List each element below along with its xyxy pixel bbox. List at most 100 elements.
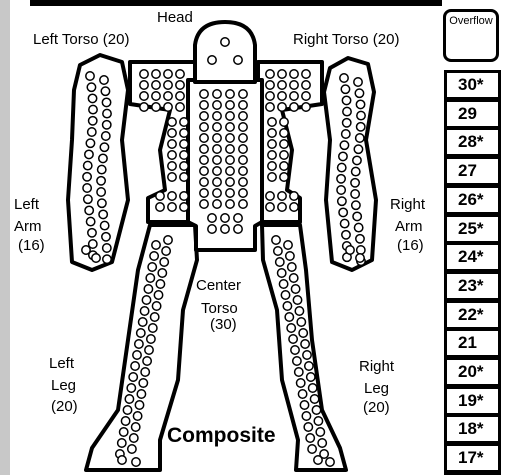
armor-pip[interactable] — [162, 247, 170, 255]
armor-pip[interactable] — [356, 235, 364, 243]
armor-pip[interactable] — [351, 179, 359, 187]
armor-pip[interactable] — [226, 90, 234, 98]
armor-pip[interactable] — [352, 167, 360, 175]
armor-pip[interactable] — [149, 324, 157, 332]
armor-pip[interactable] — [280, 140, 288, 148]
armor-pip[interactable] — [213, 134, 221, 142]
armor-pip[interactable] — [83, 173, 91, 181]
armor-pip[interactable] — [338, 163, 346, 171]
armor-pip[interactable] — [168, 140, 176, 148]
armor-pip[interactable] — [307, 373, 315, 381]
armor-pip[interactable] — [226, 178, 234, 186]
heat-scale-cell[interactable]: 28* — [447, 130, 498, 154]
armor-pip[interactable] — [86, 72, 94, 80]
armor-pip[interactable] — [357, 111, 365, 119]
armor-pip[interactable] — [102, 132, 110, 140]
armor-pip[interactable] — [221, 214, 229, 222]
armor-pip[interactable] — [200, 189, 208, 197]
armor-pip[interactable] — [98, 165, 106, 173]
armor-pip[interactable] — [339, 152, 347, 160]
armor-pip[interactable] — [168, 203, 176, 211]
armor-pip[interactable] — [226, 134, 234, 142]
armor-pip[interactable] — [290, 192, 298, 200]
armor-pip[interactable] — [121, 417, 129, 425]
armor-pip[interactable] — [226, 101, 234, 109]
armor-pip[interactable] — [176, 81, 184, 89]
armor-pip[interactable] — [102, 233, 110, 241]
armor-pip[interactable] — [268, 140, 276, 148]
armor-pip[interactable] — [356, 100, 364, 108]
armor-pip[interactable] — [120, 428, 128, 436]
armor-pip[interactable] — [152, 70, 160, 78]
armor-pip[interactable] — [152, 103, 160, 111]
armor-pip[interactable] — [338, 197, 346, 205]
heat-scale-cell[interactable]: 19* — [447, 389, 498, 413]
heat-scale-cell[interactable]: 20* — [447, 360, 498, 384]
armor-pip[interactable] — [278, 192, 286, 200]
armor-pip[interactable] — [234, 225, 242, 233]
heat-scale-cell[interactable]: 17* — [447, 446, 498, 470]
armor-pip[interactable] — [353, 212, 361, 220]
armor-pip[interactable] — [286, 252, 294, 260]
armor-pip[interactable] — [164, 70, 172, 78]
armor-pip[interactable] — [139, 318, 147, 326]
armor-pip[interactable] — [290, 274, 298, 282]
armor-pip[interactable] — [341, 85, 349, 93]
armor-pip[interactable] — [280, 162, 288, 170]
heat-scale-cell[interactable]: 18* — [447, 417, 498, 441]
armor-pip[interactable] — [213, 178, 221, 186]
heat-scale-cell[interactable]: 25* — [447, 217, 498, 241]
armor-pip[interactable] — [339, 208, 347, 216]
heat-scale-cell[interactable]: 24* — [447, 245, 498, 269]
armor-pip[interactable] — [102, 98, 110, 106]
armor-pip[interactable] — [103, 244, 111, 252]
armor-pip[interactable] — [87, 83, 95, 91]
armor-pip[interactable] — [343, 119, 351, 127]
armor-pip[interactable] — [357, 246, 365, 254]
armor-pip[interactable] — [239, 112, 247, 120]
armor-pip[interactable] — [148, 263, 156, 271]
armor-pip[interactable] — [221, 225, 229, 233]
armor-pip[interactable] — [266, 103, 274, 111]
armor-pip[interactable] — [180, 162, 188, 170]
armor-pip[interactable] — [152, 302, 160, 310]
armor-pip[interactable] — [152, 241, 160, 249]
armor-pip[interactable] — [213, 90, 221, 98]
armor-pip[interactable] — [85, 150, 93, 158]
armor-pip[interactable] — [266, 203, 274, 211]
armor-pip[interactable] — [343, 107, 351, 115]
armor-pip[interactable] — [356, 254, 364, 262]
armor-pip[interactable] — [288, 263, 296, 271]
armor-pip[interactable] — [132, 423, 140, 431]
armor-pip[interactable] — [131, 362, 139, 370]
armor-pip[interactable] — [340, 141, 348, 149]
armor-pip[interactable] — [213, 189, 221, 197]
armor-pip[interactable] — [140, 81, 148, 89]
armor-pip[interactable] — [200, 167, 208, 175]
armor-pip[interactable] — [303, 351, 311, 359]
armor-pip[interactable] — [355, 89, 363, 97]
armor-pip[interactable] — [88, 94, 96, 102]
armor-pip[interactable] — [316, 428, 324, 436]
armor-pip[interactable] — [342, 96, 350, 104]
armor-pip[interactable] — [180, 203, 188, 211]
armor-pip[interactable] — [226, 189, 234, 197]
armor-pip[interactable] — [306, 434, 314, 442]
armor-pip[interactable] — [97, 177, 105, 185]
armor-pip[interactable] — [200, 101, 208, 109]
armor-pip[interactable] — [279, 280, 287, 288]
armor-pip[interactable] — [301, 340, 309, 348]
armor-pip[interactable] — [291, 346, 299, 354]
armor-pip[interactable] — [213, 167, 221, 175]
armor-pip[interactable] — [200, 200, 208, 208]
armor-pip[interactable] — [289, 335, 297, 343]
heat-scale-cell[interactable]: 23* — [447, 274, 498, 298]
armor-pip[interactable] — [268, 129, 276, 137]
armor-pip[interactable] — [213, 101, 221, 109]
armor-pip[interactable] — [337, 186, 345, 194]
armor-pip[interactable] — [276, 258, 284, 266]
armor-pip[interactable] — [283, 302, 291, 310]
heat-scale-cell[interactable]: 21 — [447, 331, 498, 355]
armor-pip[interactable] — [266, 192, 274, 200]
armor-pip[interactable] — [278, 103, 286, 111]
